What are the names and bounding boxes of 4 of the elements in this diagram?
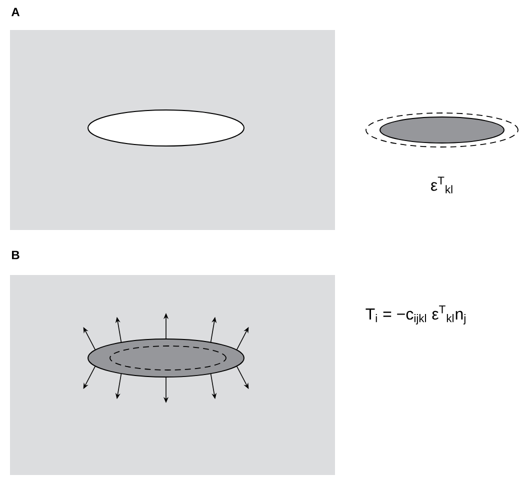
strain-symbol: ε$^{T}$kl [431,176,452,194]
panel-label: A [12,8,20,16]
traction-formula: T$_{i}$ = −c$_{ijkl}$ ε$^{T}$$_{kl}$n$_{j}$ [366,306,466,324]
panel-label: B [12,250,20,260]
